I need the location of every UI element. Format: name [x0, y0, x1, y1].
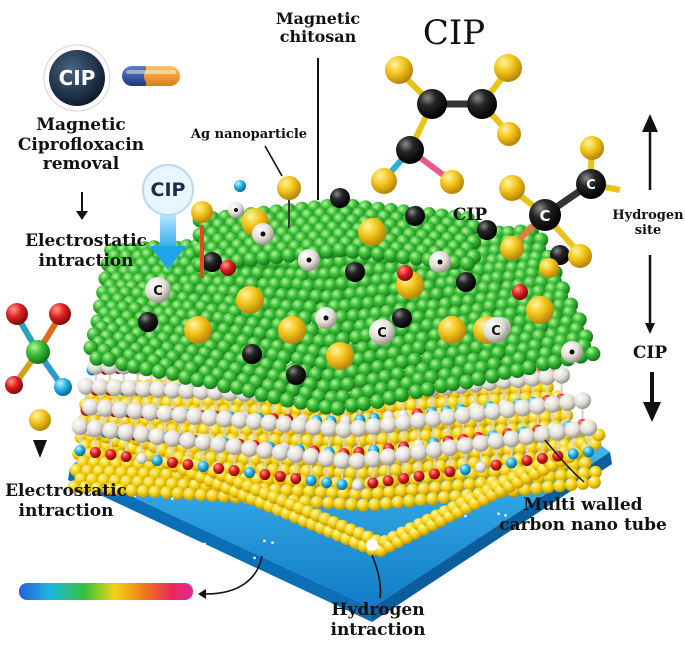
magnetic-cip-removal-label: Magnetic Ciprofloxacin removal — [17, 115, 145, 175]
up-arrow-icon — [642, 114, 658, 190]
electrostatic-bottom-label: Electrostatic intraction — [5, 481, 127, 521]
cip-right-label: CIP — [632, 343, 668, 363]
electrostatic-molecule-icon — [5, 303, 72, 458]
rainbow-gradient-bar — [19, 583, 193, 600]
cip-title-label: CIP — [422, 13, 486, 53]
cip-logo-icon — [43, 44, 111, 112]
carbon-molecule-icon — [499, 136, 621, 278]
probe-icon — [191, 180, 246, 278]
magnetic-chitosan-label: Magnetic chitosan — [275, 9, 361, 47]
ag-nanoparticle-icon — [277, 176, 301, 228]
atom-c-label: C — [539, 207, 550, 225]
down-arrow-small-icon — [76, 192, 88, 220]
cip-drop-arrow-icon — [150, 212, 186, 270]
cip-bubble-text: CIP — [150, 179, 186, 201]
down-arrow-bold-icon — [643, 372, 661, 422]
chitosan-sphere-layer — [83, 197, 601, 416]
ag-pointer-line — [264, 145, 283, 177]
mwcnt-pointer — [544, 439, 585, 483]
cip-bubble-icon — [142, 164, 194, 216]
atom-c-label: C — [377, 326, 387, 341]
surface-features: C C C — [138, 188, 583, 385]
mwcnt-label: Multi walled carbon nano tube — [499, 495, 667, 535]
atom-c-label: C — [153, 284, 163, 299]
hydrogen-pointer — [366, 539, 382, 599]
cip-molecule-icon — [371, 54, 522, 194]
atom-c-label: C — [491, 324, 501, 339]
electrostatic-top-label: Electrostatic intraction — [25, 231, 147, 271]
hydrogen-site-label: Hydrogen site — [612, 208, 684, 238]
rainbow-pointer — [205, 555, 263, 595]
hydrogen-interaction-label: Hydrogen intraction — [330, 600, 426, 640]
down-arrow-right-icon — [645, 255, 655, 334]
cip-mid-label: CIP — [452, 205, 488, 225]
ag-nanoparticle-label: Ag nanoparticle — [190, 127, 308, 142]
rainbow-pointer-head — [198, 589, 206, 599]
cip-logo-text: CIP — [58, 66, 96, 90]
atom-c-label: C — [586, 178, 596, 193]
capsule-icon — [122, 66, 180, 86]
